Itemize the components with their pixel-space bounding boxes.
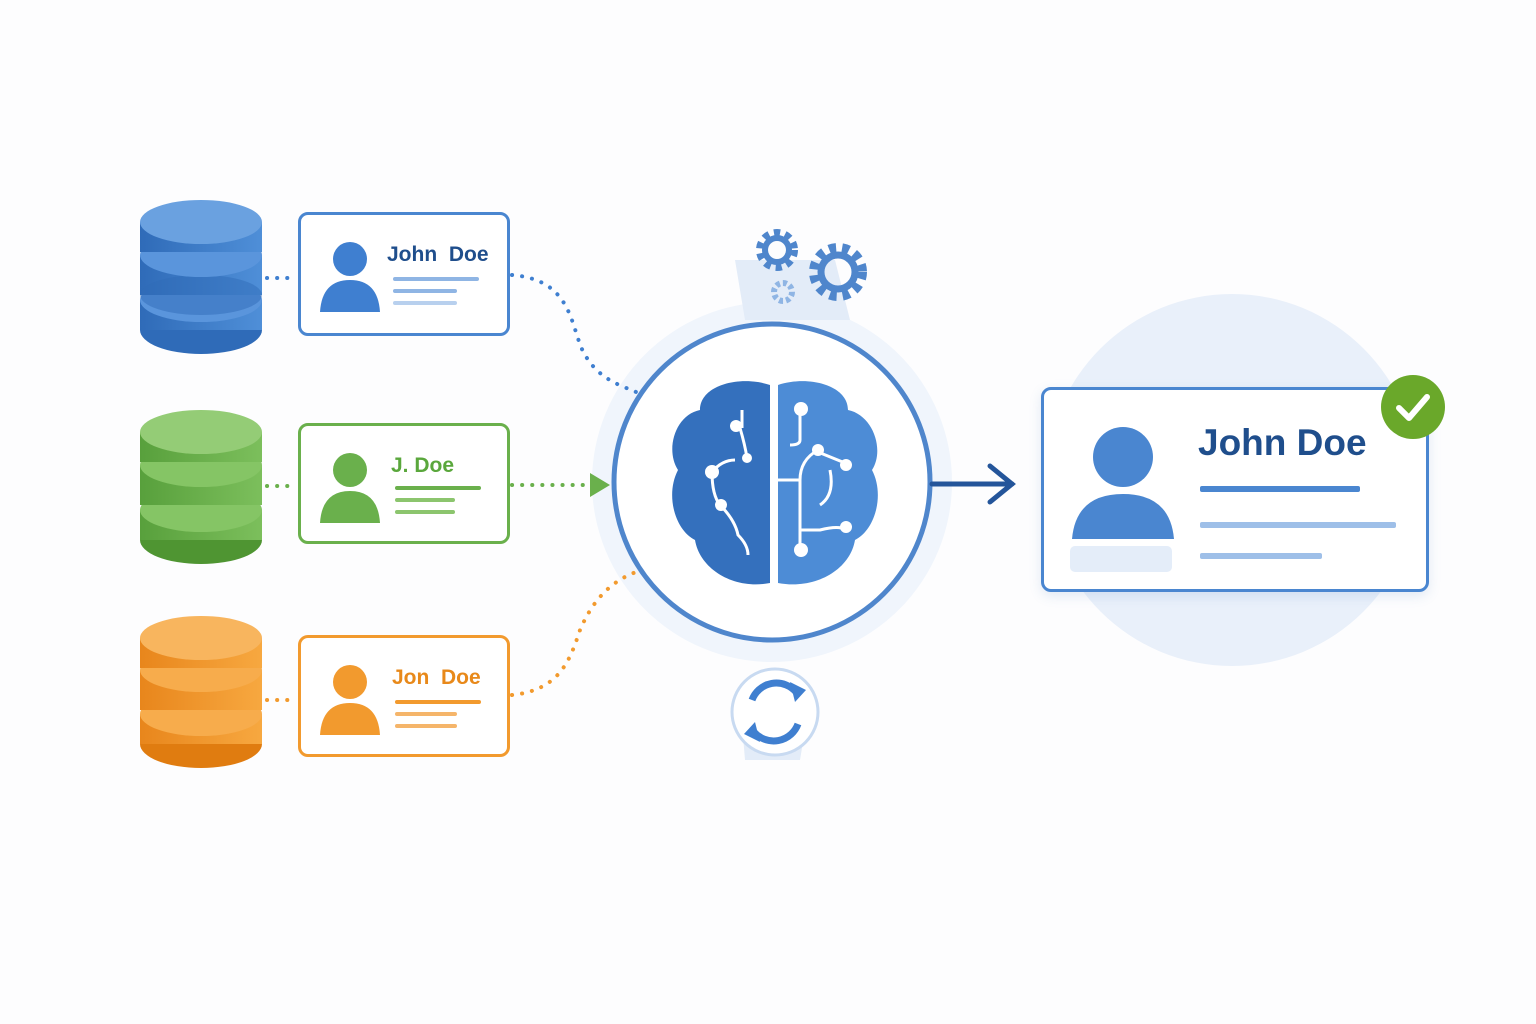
source-card-1: John Doe [298,212,510,336]
gear-icon [756,229,867,304]
person-icon [1072,427,1174,539]
person-icon [320,453,380,523]
source-card-3: Jon Doe [298,635,510,757]
connector-blue [510,273,638,394]
source-name: John Doe [387,243,489,266]
arrow-right-icon [929,463,1016,505]
database-icon-blue [140,200,262,354]
connector-orange [510,570,638,697]
person-icon [320,242,380,312]
database-icon-green [140,410,262,564]
sync-icon [730,667,820,757]
brain-circuit-icon [672,381,878,585]
database-icon-orange [140,616,262,768]
source-name: Jon Doe [392,666,481,689]
checkmark-icon [1381,375,1445,439]
arrowhead-green [590,473,610,497]
person-icon [320,665,380,735]
source-card-2: J. Doe [298,423,510,544]
result-card: John Doe [1041,387,1429,592]
source-name: J. Doe [391,454,455,477]
processing-circle [611,321,933,643]
result-name: John Doe [1198,422,1367,463]
